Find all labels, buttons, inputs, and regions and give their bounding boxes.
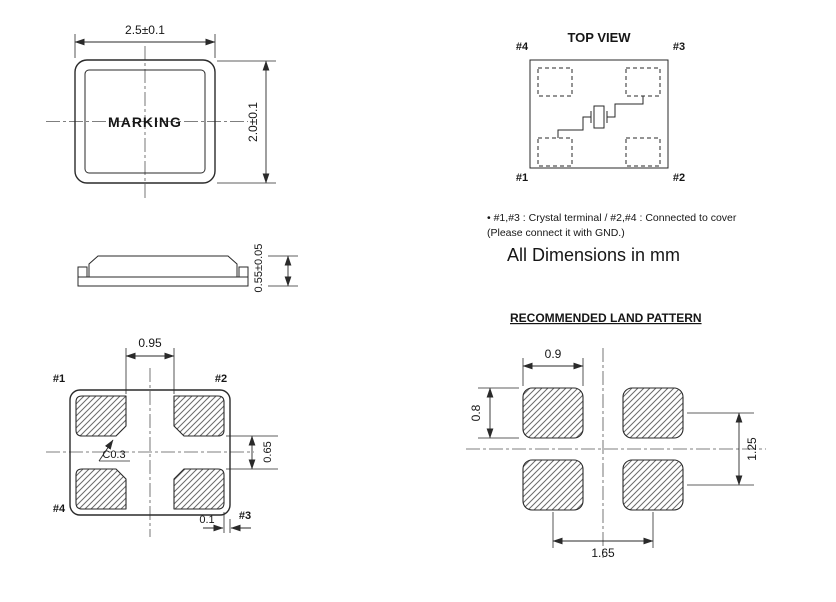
package-outline: [74, 59, 216, 184]
cover-pad-1: [537, 137, 573, 167]
dim-land-horizontal-pitch-label: 1.65: [591, 546, 615, 560]
schematic-title: TOP VIEW: [567, 30, 631, 45]
land-pad-top-left: [522, 387, 584, 439]
pin-label-2: #2: [673, 172, 685, 184]
leader-line: [98, 439, 114, 462]
land-pad-bottom-right: [622, 459, 684, 511]
base-end-tab-right: [238, 266, 249, 278]
package-outline: [69, 389, 231, 516]
base-plate: [77, 276, 249, 287]
land-pattern-drawing: RECOMMENDED LAND PATTERN 0.9 0.8 1.25: [466, 311, 766, 560]
crystal-element: [593, 105, 605, 129]
land-pad-bottom-left: [522, 459, 584, 511]
dim-package-height: 2.0±0.1: [217, 60, 276, 184]
pad-3: [173, 468, 225, 510]
gnd-note: (Please connect it with GND.): [487, 227, 625, 239]
dim-side-thickness-label: 0.55±0.05: [253, 244, 265, 293]
cover-pad-2: [625, 137, 661, 167]
crystal-symbol: [557, 96, 644, 138]
cover-pad-3: [625, 67, 661, 97]
dim-pad-gap: 0.65: [226, 435, 278, 470]
dim-package-height-label: 2.0±0.1: [246, 102, 260, 142]
dim-land-pad-height-label: 0.8: [469, 404, 483, 421]
chamfer-label: C0.3: [102, 449, 125, 461]
dim-land-vertical-pitch-label: 1.25: [745, 437, 759, 461]
dim-pad-gap-label: 0.65: [262, 441, 274, 462]
base-end-tab-left: [77, 266, 88, 278]
chamfer-callout: C0.3: [98, 439, 130, 462]
pad-label-1: #1: [53, 373, 65, 385]
terminal-note: • #1,#3 : Crystal terminal / #2,#4 : Con…: [487, 212, 737, 224]
lead-to-pin1: [557, 116, 591, 138]
units-note: All Dimensions in mm: [507, 245, 680, 265]
dim-land-pad-width: 0.9: [522, 347, 584, 386]
lid-profile: [88, 255, 238, 278]
package-inner-outline: [84, 69, 206, 174]
dim-pad-pitch-label: 0.95: [138, 336, 162, 350]
land-pattern-title: RECOMMENDED LAND PATTERN: [510, 311, 702, 325]
dim-package-width: 2.5±0.1: [74, 23, 216, 58]
pad-4: [75, 468, 127, 510]
cover-pad-4: [537, 67, 573, 97]
pad-label-4: #4: [53, 503, 66, 515]
schematic-body: [529, 59, 669, 169]
dim-land-pad-height: 0.8: [469, 387, 519, 439]
dim-edge-margin: 0.1: [199, 512, 251, 533]
package-bottom-view-drawing: #1 #2 #4 #3 0.95 0.65 C0.3 0.1: [46, 336, 278, 537]
pin-label-1: #1: [516, 172, 528, 184]
land-pad-top-right: [622, 387, 684, 439]
package-side-view-drawing: 0.55±0.05: [77, 244, 298, 293]
lead-to-pin3: [607, 96, 644, 118]
dim-edge-margin-label: 0.1: [199, 514, 214, 526]
notes: • #1,#3 : Crystal terminal / #2,#4 : Con…: [487, 212, 737, 265]
marking-label: MARKING: [108, 114, 182, 130]
pad-1: [75, 395, 127, 437]
pin-label-4: #4: [516, 41, 529, 53]
pad-label-2: #2: [215, 373, 227, 385]
pin-label-3: #3: [673, 41, 685, 53]
dim-land-pad-width-label: 0.9: [545, 347, 562, 361]
dim-pad-pitch: 0.95: [125, 336, 175, 394]
dim-package-width-label: 2.5±0.1: [125, 23, 165, 37]
schematic-top-view: TOP VIEW #4 #3 #1 #2: [516, 30, 685, 184]
pad-2: [173, 395, 225, 437]
pad-label-3: #3: [239, 510, 251, 522]
package-top-view-drawing: MARKING 2.5±0.1 2.0±0.1: [46, 23, 276, 201]
dim-side-thickness: 0.55±0.05: [253, 244, 298, 293]
dim-land-horizontal-pitch: 1.65: [552, 512, 654, 560]
dim-land-vertical-pitch: 1.25: [687, 412, 759, 486]
